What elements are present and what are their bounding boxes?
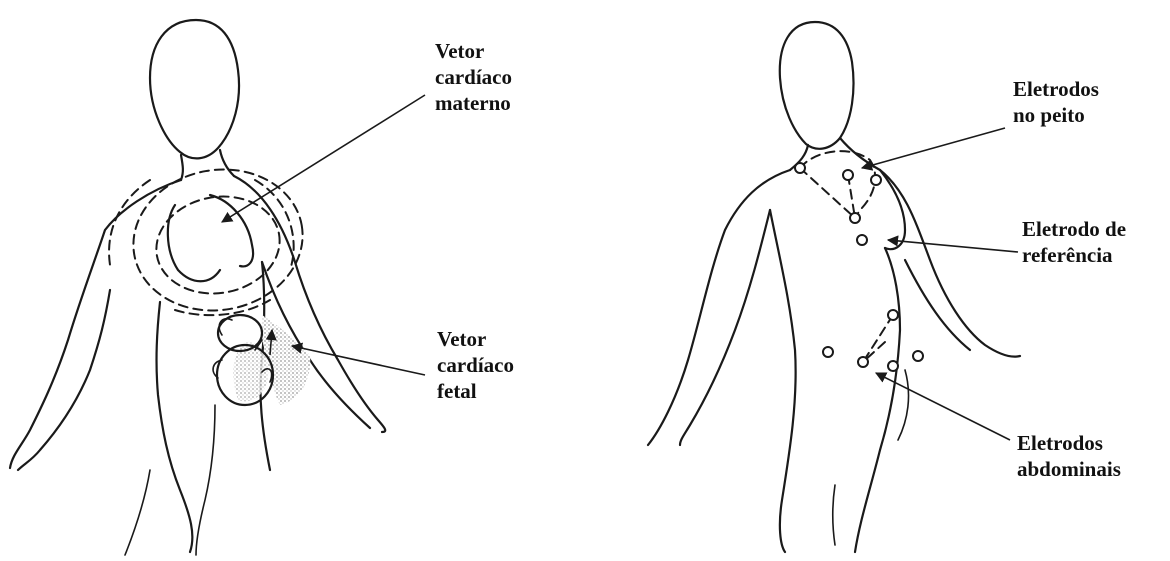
left-body-figure <box>10 20 385 555</box>
abdominal-electrode <box>913 351 923 361</box>
chest-electrodes-label: Eletrodos no peito <box>1013 76 1099 128</box>
maternal-heart-field <box>109 156 314 323</box>
right-body-figure <box>648 22 1020 552</box>
left-head <box>150 20 239 158</box>
abdominal-electrode <box>888 310 898 320</box>
abdominal-electrode <box>823 347 833 357</box>
maternal-vector-leader <box>222 95 425 222</box>
right-figure-torso-left <box>770 210 796 552</box>
abdominal-electrodes-leader <box>876 373 1010 440</box>
right-head <box>780 22 854 149</box>
right-figure-torso-right <box>855 248 900 552</box>
chest-electrode <box>795 163 805 173</box>
reference-electrode-leader <box>888 240 1018 252</box>
chest-electrode <box>871 175 881 185</box>
fetal-vector-leader <box>292 346 425 375</box>
abdominal-electrodes <box>823 310 923 371</box>
abdominal-electrode <box>858 357 868 367</box>
left-figure-torso-left <box>157 302 193 552</box>
fetal-vector-label: Vetor cardíaco fetal <box>437 326 514 404</box>
abdominal-electrode <box>888 361 898 371</box>
chest-electrode <box>843 170 853 180</box>
chest-electrode <box>850 213 860 223</box>
maternal-vector-label: Vetor cardíaco materno <box>435 38 512 116</box>
chest-electrodes-leader <box>862 128 1005 168</box>
reference-electrode-label: Eletrodo de referência <box>1022 216 1126 268</box>
reference-electrode <box>857 235 867 245</box>
abdominal-electrodes-label: Eletrodos abdominais <box>1017 430 1121 482</box>
left-figure-left-arm <box>10 180 181 468</box>
